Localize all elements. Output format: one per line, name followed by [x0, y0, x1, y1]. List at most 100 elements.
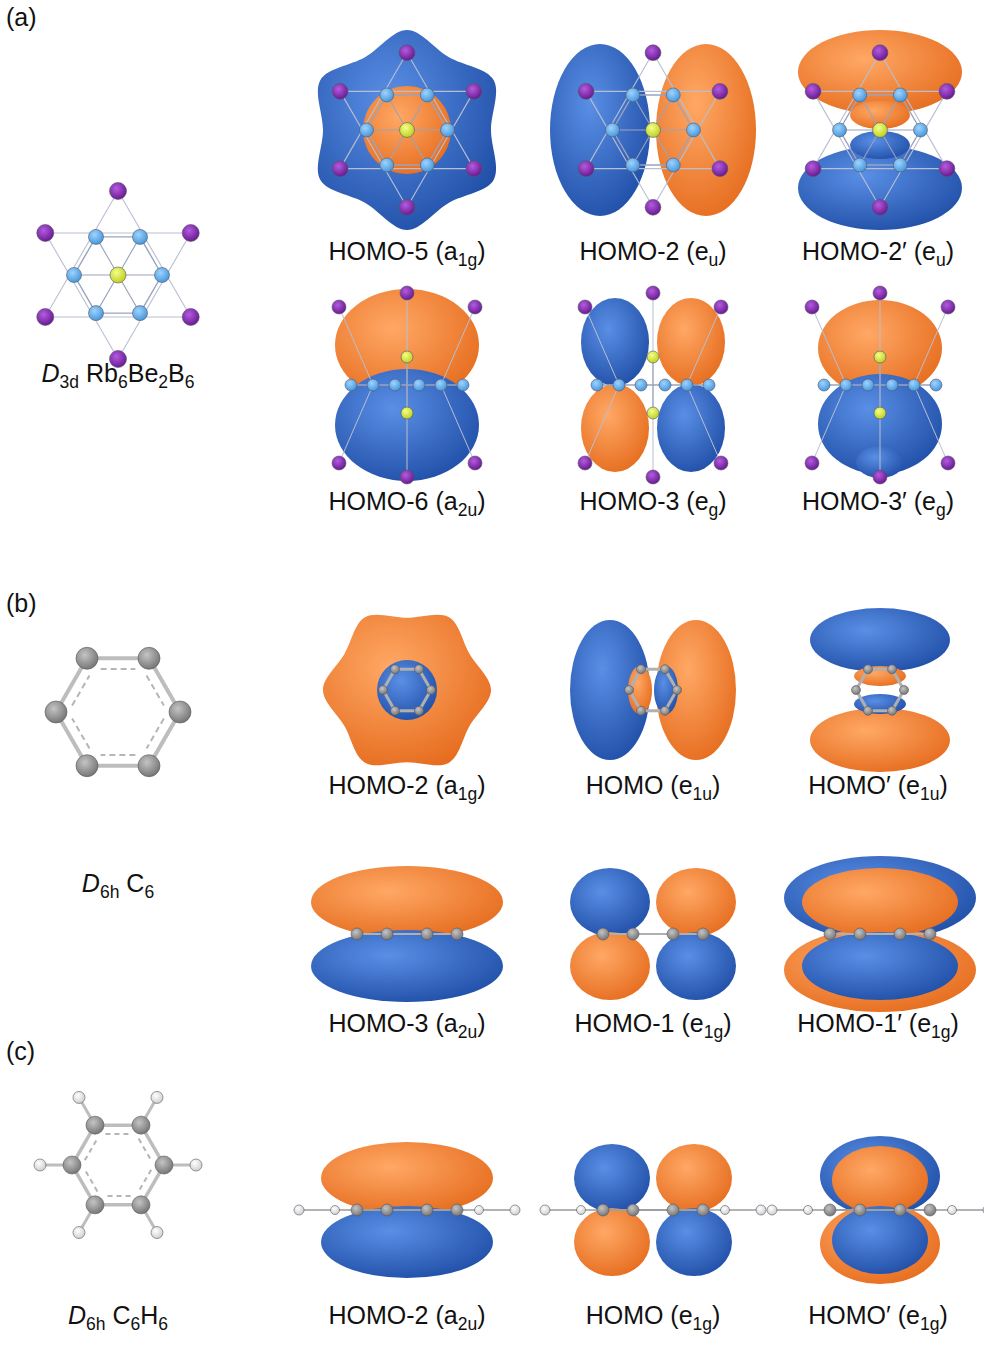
orbital-lobe: [802, 932, 958, 1000]
hydrogen-atom: [34, 1159, 46, 1171]
label-part: HOMO-2 (: [579, 237, 694, 265]
boron-atom: [626, 158, 640, 172]
carbon-atom: [391, 665, 400, 674]
orbital-e1g-prime: [784, 856, 976, 1012]
hydrogen-atom: [190, 1159, 202, 1171]
label-part: e: [906, 771, 920, 799]
carbon-atom: [625, 686, 634, 695]
rubidium-atom: [805, 83, 821, 99]
label-part: 1g: [458, 250, 477, 270]
bond-line: [586, 91, 653, 207]
carbon-atom: [673, 686, 682, 695]
carbon-atom: [63, 1156, 81, 1174]
boron-atom: [635, 379, 647, 391]
orbital-a1g: [318, 30, 496, 230]
carbon-atom: [854, 1204, 866, 1216]
label-part: H: [140, 1301, 158, 1329]
bond-line: [407, 91, 474, 207]
label-part: u: [936, 250, 946, 270]
carbon-atom: [697, 1204, 709, 1216]
carbon-atom: [824, 1204, 836, 1216]
orbital-lobe: [657, 298, 725, 386]
dashed-bond: [85, 1139, 98, 1161]
label-part: ): [723, 1009, 731, 1037]
boron-atom: [681, 379, 693, 391]
bond-line: [687, 385, 721, 463]
rubidium-atom: [110, 183, 127, 200]
label-part: [105, 1301, 112, 1329]
label-part: (b): [6, 589, 37, 617]
orbital-lobe: [784, 928, 976, 1012]
rubidium-atom: [646, 470, 660, 484]
label-part: 1u: [920, 784, 939, 804]
carbon-atom: [637, 665, 646, 674]
boron-atom: [155, 268, 170, 283]
label-part: e: [906, 1301, 920, 1329]
boron-atom: [360, 123, 374, 137]
rubidium-atom: [578, 161, 594, 177]
label-part: HOMO-1 (: [575, 1009, 690, 1037]
bond-line: [880, 91, 947, 207]
dashed-bond: [101, 754, 136, 756]
bond-line: [812, 385, 846, 463]
label-part: 1g: [693, 1314, 712, 1334]
label-part: 2: [158, 372, 168, 392]
label-part: g: [709, 500, 719, 520]
orbital-label: HOMO-2′ (eu): [802, 236, 954, 267]
carbon-atom: [900, 686, 909, 695]
label-part: ): [477, 487, 485, 515]
rubidium-atom: [466, 83, 482, 99]
carbon-atom: [138, 647, 160, 669]
carbon-atom: [894, 928, 906, 940]
rubidium-atom: [646, 286, 660, 300]
beryllium-atom: [647, 407, 659, 419]
orbital-e1g-prime: [767, 1136, 984, 1284]
label-part: 6: [185, 372, 195, 392]
hydrogen-atom: [756, 1205, 766, 1215]
boron-atom: [687, 123, 701, 137]
boron-atom: [626, 88, 640, 102]
label-part: HOMO-5 (: [329, 237, 444, 265]
boron-atom: [380, 88, 394, 102]
rubidium-atom: [332, 83, 348, 99]
carbon-atom: [597, 1204, 609, 1216]
carbon-atom: [415, 706, 424, 715]
boron-atom: [840, 379, 852, 391]
rubidium-atom: [712, 161, 728, 177]
label-part: e: [922, 237, 936, 265]
label-part: e: [679, 771, 693, 799]
label-part: ): [477, 1301, 485, 1329]
rubidium-atom: [332, 300, 346, 314]
boron-atom: [606, 123, 620, 137]
beryllium-atom: [874, 407, 886, 419]
carbon-atom: [661, 706, 670, 715]
bond-line: [603, 933, 703, 935]
boron-atom: [133, 306, 148, 321]
boron-atom: [457, 379, 469, 391]
orbital-label: HOMO-2 (eu): [579, 236, 726, 267]
hydrogen-atom: [804, 1206, 813, 1215]
hydrogen-atom: [151, 1091, 163, 1103]
label-part: ): [939, 771, 947, 799]
boron-atom: [89, 306, 104, 321]
bond-line: [45, 232, 190, 233]
carbon-atom: [169, 701, 191, 723]
orbital-label: HOMO′ (e1u): [808, 770, 947, 801]
molecule-label: D6h C6: [82, 868, 154, 899]
rubidium-atom: [939, 161, 955, 177]
carbon-atom: [391, 706, 400, 715]
carbon-atom: [451, 1204, 463, 1216]
rubidium-atom: [332, 161, 348, 177]
orbital-lobe: [574, 1208, 650, 1276]
label-part: [119, 869, 126, 897]
bond-line: [813, 91, 880, 207]
dashed-bond: [72, 675, 89, 705]
boron-atom: [908, 379, 920, 391]
boron-atom: [435, 379, 447, 391]
orbital-lobe: [854, 666, 906, 686]
orbital-lobe: [570, 868, 650, 936]
rubidium-atom: [941, 300, 955, 314]
orbital-lobe: [570, 932, 650, 1000]
label-part: 6h: [100, 882, 119, 902]
label-part: D: [82, 869, 100, 897]
